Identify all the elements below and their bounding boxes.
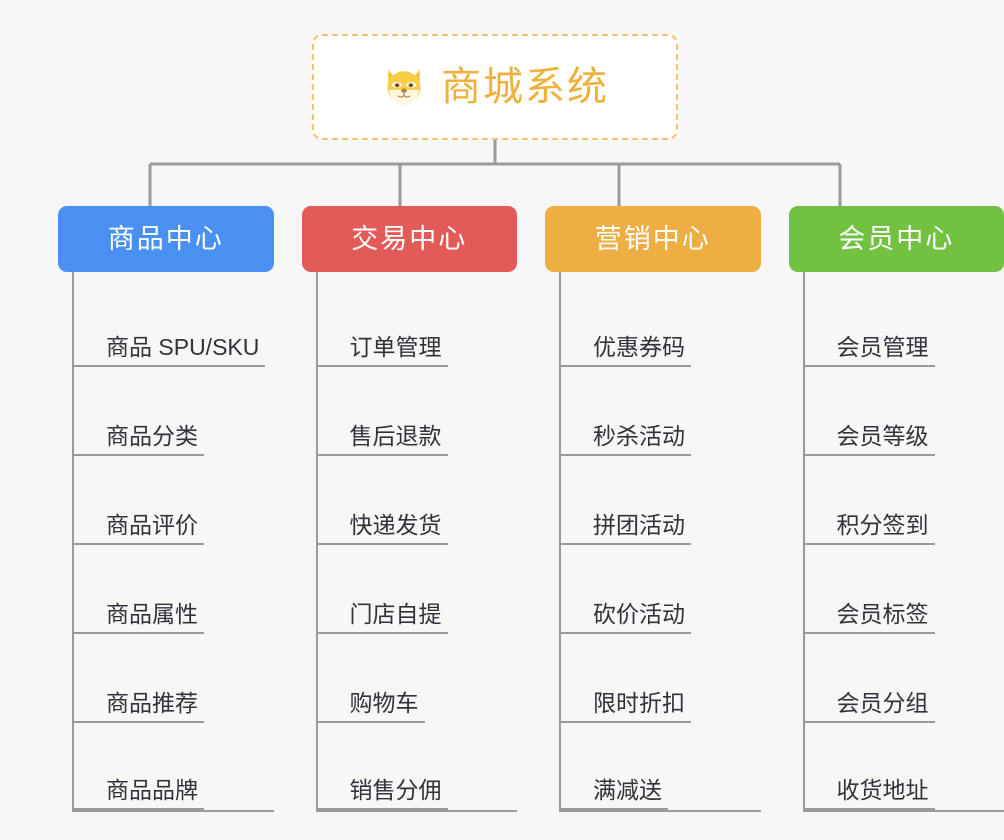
list-item-label: 优惠券码 bbox=[593, 333, 685, 360]
list-item-underline bbox=[74, 721, 204, 723]
list-item-label: 积分签到 bbox=[836, 511, 929, 538]
list-item-underline bbox=[561, 454, 691, 456]
list-item-underline bbox=[74, 365, 265, 367]
list-item[interactable]: 满减送 bbox=[561, 723, 761, 812]
category-column-product: 商品中心 商品 SPU/SKU 商品分类 商品评价 商品属性 bbox=[58, 206, 274, 812]
list-item-underline bbox=[74, 454, 204, 456]
list-item-label: 购物车 bbox=[349, 689, 419, 716]
list-item[interactable]: 优惠券码 bbox=[561, 278, 761, 367]
list-item[interactable]: 订单管理 bbox=[317, 278, 518, 367]
root-node[interactable]: 商城系统 bbox=[312, 34, 678, 140]
category-header-marketing[interactable]: 营销中心 bbox=[545, 206, 761, 272]
list-item-underline bbox=[804, 632, 935, 634]
category-label: 商品中心 bbox=[107, 223, 224, 254]
list-item[interactable]: 拼团活动 bbox=[561, 456, 761, 545]
list-item-label: 秒杀活动 bbox=[593, 422, 685, 449]
list-item[interactable]: 快递发货 bbox=[317, 456, 518, 545]
list-item[interactable]: 积分签到 bbox=[804, 456, 1004, 545]
list-item-label: 商品 SPU/SKU bbox=[106, 333, 260, 360]
list-item-underline bbox=[804, 543, 935, 545]
list-item-underline bbox=[74, 632, 204, 634]
list-item[interactable]: 限时折扣 bbox=[561, 634, 761, 723]
list-item[interactable]: 商品分类 bbox=[74, 367, 274, 456]
list-item-label: 商品评价 bbox=[106, 511, 198, 538]
leaf-list-trade: 订单管理 售后退款 快递发货 门店自提 购物车 bbox=[315, 272, 518, 812]
list-item[interactable]: 购物车 bbox=[317, 634, 518, 723]
list-item-label: 销售分佣 bbox=[349, 776, 442, 803]
list-item-label: 会员管理 bbox=[836, 333, 929, 360]
list-item-underline bbox=[561, 365, 691, 367]
list-item-underline bbox=[317, 808, 448, 810]
list-item[interactable]: 收货地址 bbox=[804, 723, 1004, 812]
list-item[interactable]: 商品属性 bbox=[74, 545, 274, 634]
category-label: 交易中心 bbox=[351, 223, 468, 254]
list-item-label: 满减送 bbox=[593, 776, 662, 803]
root-title: 商城系统 bbox=[441, 65, 609, 109]
list-item-underline bbox=[317, 365, 448, 367]
list-item-underline bbox=[561, 543, 691, 545]
list-item-underline bbox=[74, 808, 204, 810]
list-item-label: 会员分组 bbox=[836, 689, 929, 716]
list-item-label: 商品品牌 bbox=[106, 776, 198, 803]
category-label: 会员中心 bbox=[838, 223, 955, 254]
list-item-underline bbox=[74, 543, 204, 545]
category-columns: 商品中心 商品 SPU/SKU 商品分类 商品评价 商品属性 bbox=[0, 206, 1004, 812]
leaf-list-member: 会员管理 会员等级 积分签到 会员标签 会员分组 bbox=[802, 272, 1004, 812]
list-item-label: 会员标签 bbox=[836, 600, 929, 627]
list-item[interactable]: 会员管理 bbox=[804, 278, 1004, 367]
list-item-label: 快递发货 bbox=[349, 511, 442, 538]
list-item-label: 限时折扣 bbox=[593, 689, 685, 716]
category-header-trade[interactable]: 交易中心 bbox=[301, 206, 517, 272]
list-item-underline bbox=[561, 808, 668, 810]
category-column-marketing: 营销中心 优惠券码 秒杀活动 拼团活动 砍价活动 bbox=[545, 206, 761, 812]
list-item[interactable]: 秒杀活动 bbox=[561, 367, 761, 456]
list-item-underline bbox=[317, 721, 425, 723]
shiba-dog-face-icon bbox=[387, 69, 421, 105]
category-header-product[interactable]: 商品中心 bbox=[58, 206, 274, 272]
list-item[interactable]: 销售分佣 bbox=[317, 723, 517, 812]
list-item[interactable]: 商品品牌 bbox=[74, 723, 274, 812]
list-item-underline bbox=[561, 632, 691, 634]
list-item-underline bbox=[317, 632, 448, 634]
list-item[interactable]: 商品 SPU/SKU bbox=[74, 278, 274, 367]
list-item-label: 售后退款 bbox=[349, 422, 442, 449]
leaf-list-marketing: 优惠券码 秒杀活动 拼团活动 砍价活动 限时折扣 bbox=[559, 272, 761, 812]
category-label: 营销中心 bbox=[594, 223, 711, 254]
list-item[interactable]: 售后退款 bbox=[317, 367, 518, 456]
list-item[interactable]: 商品评价 bbox=[74, 456, 274, 545]
list-item-label: 订单管理 bbox=[349, 333, 442, 360]
list-item-label: 商品属性 bbox=[106, 600, 198, 627]
list-item-underline bbox=[804, 454, 935, 456]
list-item-label: 会员等级 bbox=[836, 422, 929, 449]
list-item[interactable]: 商品推荐 bbox=[74, 634, 274, 723]
list-item-underline bbox=[804, 808, 935, 810]
list-item-label: 商品推荐 bbox=[106, 689, 198, 716]
list-item-underline bbox=[317, 454, 448, 456]
category-column-trade: 交易中心 订单管理 售后退款 快递发货 门店自提 bbox=[301, 206, 518, 812]
list-item-underline bbox=[561, 721, 691, 723]
list-item[interactable]: 会员标签 bbox=[804, 545, 1004, 634]
list-item[interactable]: 会员等级 bbox=[804, 367, 1004, 456]
list-item-label: 收货地址 bbox=[836, 776, 929, 803]
list-item-label: 门店自提 bbox=[349, 600, 442, 627]
list-item-underline bbox=[317, 543, 448, 545]
list-item-label: 商品分类 bbox=[106, 422, 198, 449]
list-item-label: 拼团活动 bbox=[593, 511, 685, 538]
list-item[interactable]: 门店自提 bbox=[317, 545, 518, 634]
list-item-underline bbox=[804, 365, 935, 367]
leaf-list-product: 商品 SPU/SKU 商品分类 商品评价 商品属性 商品推荐 bbox=[72, 272, 274, 812]
list-item-underline bbox=[804, 721, 935, 723]
list-item[interactable]: 砍价活动 bbox=[561, 545, 761, 634]
category-column-member: 会员中心 会员管理 会员等级 积分签到 会员标签 bbox=[788, 206, 1004, 812]
list-item-label: 砍价活动 bbox=[593, 600, 685, 627]
category-header-member[interactable]: 会员中心 bbox=[788, 206, 1004, 272]
list-item[interactable]: 会员分组 bbox=[804, 634, 1004, 723]
